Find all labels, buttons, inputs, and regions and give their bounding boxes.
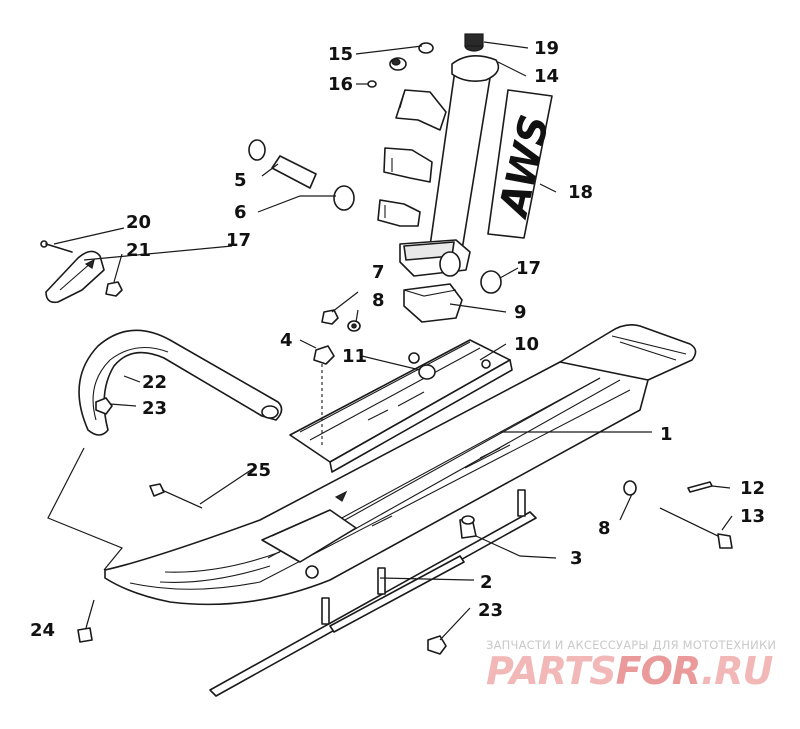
callout-18: 18 — [568, 182, 593, 203]
saddle-washer — [418, 364, 436, 380]
callout-6: 6 — [234, 202, 247, 223]
callout-16: 16 — [328, 74, 353, 95]
callout-2: 2 — [480, 572, 493, 593]
watermark: ЗАПЧАСТИ И АКСЕССУАРЫ ДЛЯ МОТОТЕХНИКИ PA… — [486, 638, 776, 693]
ski-loop-handle — [78, 329, 283, 436]
watermark-subtitle: ЗАПЧАСТИ И АКСЕССУАРЫ ДЛЯ МОТОТЕХНИКИ — [486, 638, 776, 652]
leader-lines — [47, 41, 733, 641]
callout-1: 1 — [660, 424, 673, 445]
handle-nut — [95, 397, 113, 415]
callout-20: 20 — [126, 212, 151, 233]
cotter-pin-12 — [687, 481, 713, 493]
bolt-24 — [77, 599, 95, 643]
wear-bar — [209, 489, 537, 697]
callout-21: 21 — [126, 240, 151, 261]
callout-11: 11 — [342, 346, 367, 367]
lock-nut — [313, 345, 335, 448]
callout-15: 15 — [328, 44, 353, 65]
bumper-3 — [459, 515, 477, 539]
callout-9: 9 — [514, 302, 527, 323]
callout-14: 14 — [534, 66, 559, 87]
bolt-13 — [659, 507, 733, 549]
callout-4: 4 — [280, 330, 293, 351]
watermark-logo-part3: .RU — [701, 649, 774, 693]
saddle-nut-washer — [321, 309, 361, 332]
callout-3: 3 — [570, 548, 583, 569]
watermark-logo-part2: FOR — [616, 649, 701, 693]
ski-saddle — [289, 339, 513, 473]
handle-bracket — [40, 240, 123, 304]
spindle-assembly — [377, 55, 500, 277]
stop-block — [403, 270, 502, 323]
spindle-bolt — [464, 33, 484, 52]
callout-23-upper: 23 — [142, 398, 167, 419]
watermark-logo: PARTSFOR.RU — [486, 649, 774, 693]
watermark-logo-part1: PARTS — [486, 649, 616, 693]
aws-decal: AWS — [487, 89, 559, 239]
callout-23-lower: 23 — [478, 600, 503, 621]
callout-5: 5 — [234, 170, 247, 191]
callout-8-lower: 8 — [598, 518, 611, 539]
nut-23-lower — [427, 635, 447, 655]
callout-24: 24 — [30, 620, 55, 641]
aws-decal-text: AWS — [490, 111, 558, 223]
callout-8-upper: 8 — [372, 290, 385, 311]
callout-25: 25 — [246, 460, 271, 481]
spindle-pin-left — [248, 139, 355, 211]
washer-8-lower — [623, 480, 637, 496]
callout-17-left: 17 — [226, 230, 251, 251]
bolt-25 — [149, 483, 203, 509]
callout-10: 10 — [514, 334, 539, 355]
callout-13: 13 — [740, 506, 765, 527]
callout-7: 7 — [372, 262, 385, 283]
callout-22: 22 — [142, 372, 167, 393]
callout-19: 19 — [534, 38, 559, 59]
callout-12: 12 — [740, 478, 765, 499]
spindle-washers — [367, 42, 434, 88]
callout-17-right: 17 — [516, 258, 541, 279]
callout-numbers: 1 2 3 4 5 6 7 8 8 9 10 11 12 13 14 15 16… — [30, 38, 765, 641]
